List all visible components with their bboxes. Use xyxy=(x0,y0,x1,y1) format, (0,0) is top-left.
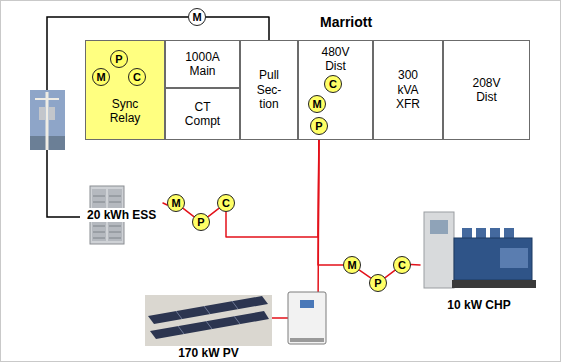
protection-circle: P xyxy=(310,117,328,135)
power-wire xyxy=(272,135,319,318)
power-wire xyxy=(318,135,343,265)
meter-circle: M xyxy=(343,256,361,274)
inverter-body xyxy=(288,292,326,344)
box-label: Pull Sec-tion xyxy=(254,68,284,111)
inverter-base xyxy=(290,338,324,342)
equipment-label: 10 kW CHP xyxy=(445,298,512,312)
panel-window xyxy=(430,220,448,234)
circle-letter: M xyxy=(171,198,180,209)
protection-circle: P xyxy=(369,274,387,292)
box-label: 208V Dist xyxy=(467,76,507,105)
distribution-box: 480V DistCMP xyxy=(298,40,373,140)
power-wire xyxy=(385,270,395,277)
pull-section-box: Pull Sec-tion xyxy=(240,40,298,140)
pv-array: 170 kW PV xyxy=(145,293,272,360)
circle-letter: P xyxy=(374,278,381,289)
circle-letter: M xyxy=(96,72,105,83)
sky xyxy=(30,90,65,150)
control-panel xyxy=(424,212,454,288)
power-wire xyxy=(183,208,194,216)
power-wire xyxy=(359,270,370,278)
control-circle: C xyxy=(217,194,235,212)
site-heading: Marriott xyxy=(320,14,372,30)
pv-grid xyxy=(176,301,240,334)
pole-transformer xyxy=(49,107,55,120)
utility-pole-photo xyxy=(30,90,65,150)
inverter-display xyxy=(300,300,314,308)
equipment-label: 20 kWh ESS xyxy=(85,208,158,222)
pv-array-photo xyxy=(145,295,272,346)
control-circle: C xyxy=(128,68,146,86)
power-wire xyxy=(411,264,420,266)
control-circle: C xyxy=(324,75,342,93)
circle-letter: P xyxy=(197,217,204,228)
circle-letter: P xyxy=(115,54,122,65)
chp-unit: 10 kW CHP xyxy=(420,208,538,312)
box-label: 480V Dist xyxy=(316,45,356,74)
power-wire xyxy=(208,208,219,216)
distribution-box: 208V Dist xyxy=(443,40,530,140)
utility-feed-line xyxy=(206,17,269,40)
protection-circle: P xyxy=(192,213,210,231)
control-circle: C xyxy=(393,256,411,274)
protection-circle: P xyxy=(110,50,128,68)
meter-circle: M xyxy=(308,95,326,113)
roof xyxy=(145,295,272,346)
circle-letter: C xyxy=(133,72,141,83)
transformer-box: 300 kVA XFR xyxy=(373,40,443,140)
main-breaker-box: 1000A Main xyxy=(165,40,240,88)
storage-unit: 20 kWh ESS xyxy=(85,183,163,247)
engine-block xyxy=(454,238,532,280)
chp-unit-photo xyxy=(424,212,536,288)
box-label: Sync Relay xyxy=(105,97,145,126)
box-label: CT Compt xyxy=(183,100,223,129)
meter-circle: M xyxy=(188,8,206,26)
equipment-label: 170 kW PV xyxy=(176,346,241,360)
circle-letter: P xyxy=(315,121,322,132)
pole xyxy=(46,92,49,150)
circle-letter: M xyxy=(347,260,356,271)
skid-base xyxy=(452,280,536,288)
generator xyxy=(500,248,528,268)
pole-transformer xyxy=(39,107,45,120)
meter-circle: M xyxy=(167,194,185,212)
inverter-photo xyxy=(288,292,326,344)
circle-letter: M xyxy=(312,99,321,110)
circle-letter: M xyxy=(192,12,201,23)
switchgear-lineup: MarriottSync RelayMPC1000A MainCT ComptP… xyxy=(85,40,530,140)
circle-letter: C xyxy=(222,198,230,209)
power-wire xyxy=(226,135,319,237)
sync-relay-box: Sync Relay MPC xyxy=(85,40,165,140)
circle-letter: C xyxy=(329,79,337,90)
utility-line xyxy=(47,150,80,217)
circle-letter: C xyxy=(398,260,406,271)
crossarm xyxy=(35,98,59,100)
meter-circle: M xyxy=(92,68,110,86)
box-label: 1000A Main xyxy=(181,50,225,79)
box-label: 300 kVA XFR xyxy=(392,68,424,111)
ct-compartment-box: CT Compt xyxy=(165,88,240,140)
